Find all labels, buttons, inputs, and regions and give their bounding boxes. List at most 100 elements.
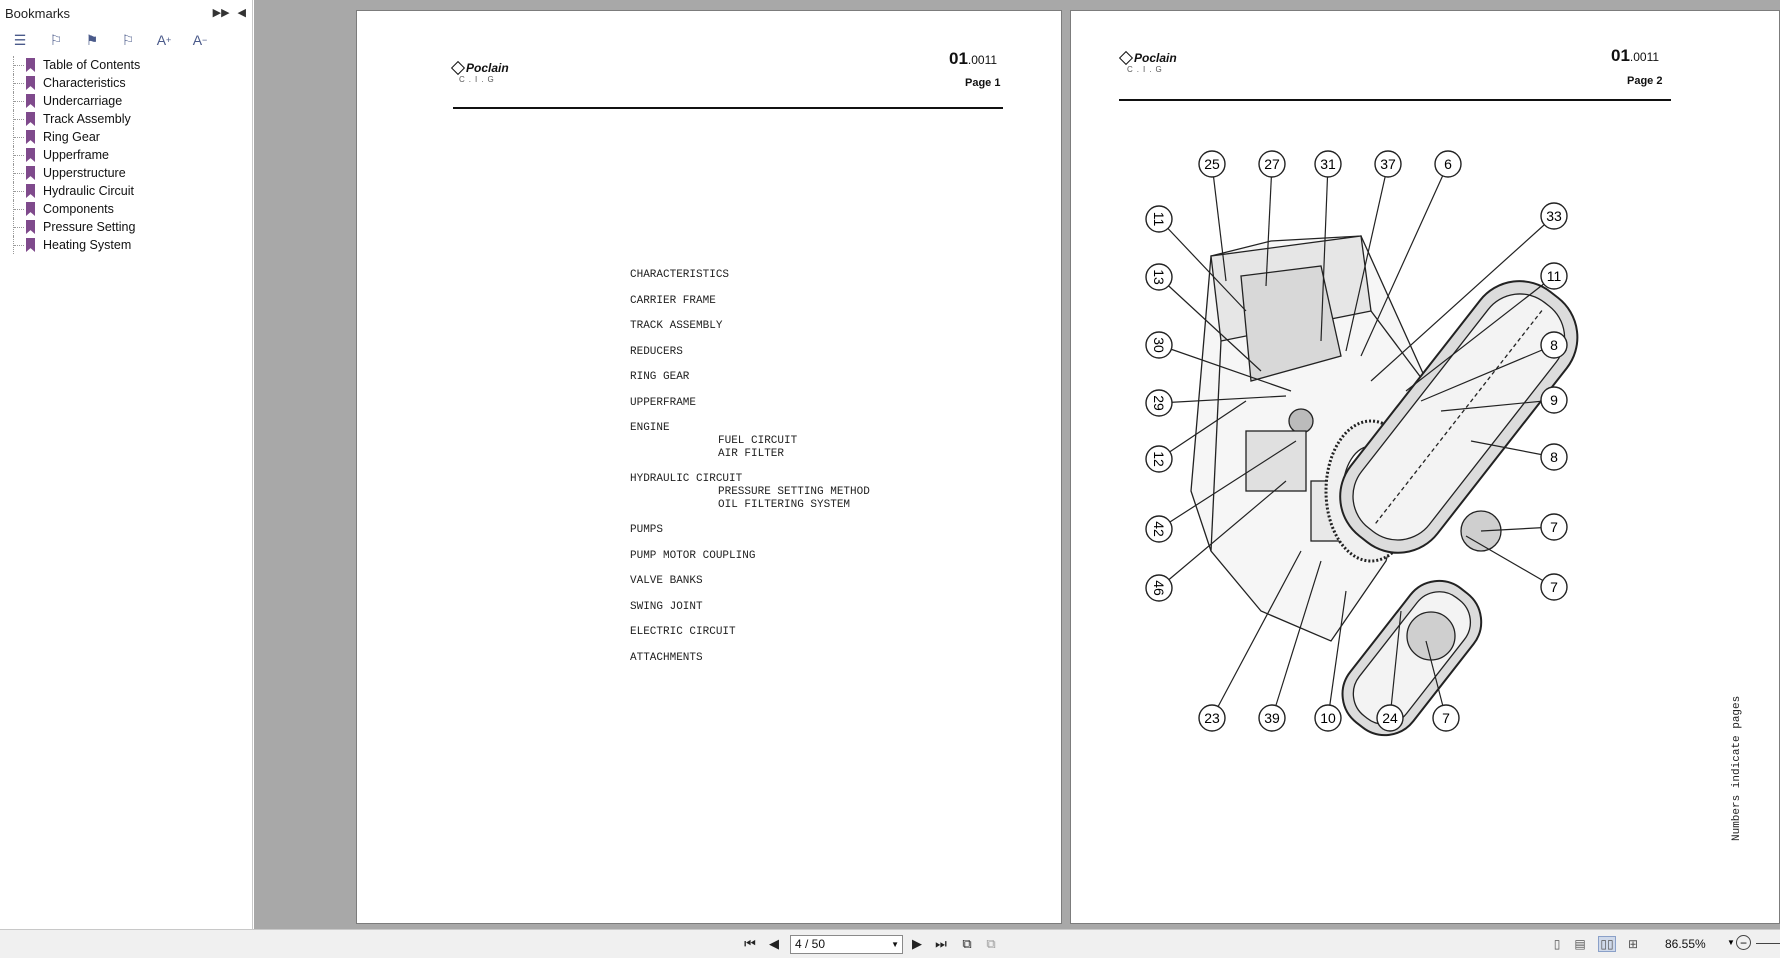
toc-subentry: OIL FILTERING SYSTEM: [718, 498, 851, 511]
callout-33: 33: [1370, 202, 1568, 382]
toc-subentry: AIR FILTER: [718, 447, 785, 460]
tree-connector: [13, 164, 25, 182]
callout-39: 39: [1258, 560, 1322, 732]
bookmark-item[interactable]: Undercarriage: [0, 92, 252, 110]
callout-7: 7: [1480, 513, 1568, 541]
bookmark-item[interactable]: Characteristics: [0, 74, 252, 92]
continuous-view-icon[interactable]: ▤: [1574, 937, 1586, 951]
bookmark-item[interactable]: Components: [0, 200, 252, 218]
toc-entry: CHARACTERISTICS: [630, 269, 730, 281]
callout-13: 13: [1145, 263, 1262, 372]
toc-entry: RING GEAR: [630, 371, 690, 383]
callout-label: 33: [1546, 208, 1562, 224]
callout-46: 46: [1145, 480, 1287, 602]
zoom-out-icon[interactable]: −: [1736, 935, 1751, 950]
toc-entry: TRACK ASSEMBLY: [630, 320, 723, 332]
toc-entry: VALVE BANKS: [630, 575, 703, 587]
callout-42: 42: [1145, 440, 1297, 543]
callout-label: 39: [1264, 710, 1280, 726]
zoom-level[interactable]: 86.55%: [1665, 937, 1706, 951]
previous-page-icon[interactable]: ◀: [769, 936, 779, 951]
toc-entry: ELECTRIC CIRCUIT: [630, 626, 736, 638]
machine-illustration: [1190, 235, 1579, 737]
bookmark-icon: [26, 184, 35, 198]
diamond-icon: [450, 60, 466, 76]
bookmark-item[interactable]: Hydraulic Circuit: [0, 182, 252, 200]
callout-label: 24: [1382, 710, 1398, 726]
tree-connector: [13, 182, 25, 200]
tree-connector: [13, 74, 25, 92]
callout-label: 8: [1550, 337, 1558, 353]
bookmark-label: Upperstructure: [43, 166, 126, 180]
bookmark-icon: [26, 202, 35, 216]
bookmark-item[interactable]: Upperframe: [0, 146, 252, 164]
bookmark-icon: [26, 220, 35, 234]
chevron-down-icon[interactable]: ▼: [891, 940, 899, 949]
callout-29: 29: [1145, 389, 1287, 417]
bookmark-icon: [26, 130, 35, 144]
toc-entry: PUMPS: [630, 524, 664, 536]
tree-connector: [13, 200, 25, 218]
increase-font-icon[interactable]: A+: [156, 32, 172, 48]
toc-entry: ENGINE: [630, 422, 670, 434]
single-page-view-icon[interactable]: ▯: [1553, 937, 1561, 951]
pages-note: Numbers indicate pages: [1731, 695, 1743, 841]
callout-label: 29: [1151, 395, 1167, 411]
callout-6: 6: [1360, 150, 1462, 357]
callout-12: 12: [1145, 400, 1247, 473]
bookmark-label: Hydraulic Circuit: [43, 184, 134, 198]
callout-11: 11: [1405, 262, 1568, 392]
bookmark-item[interactable]: Pressure Setting: [0, 218, 252, 236]
page-number-input[interactable]: 4 / 50 ▼: [790, 935, 903, 954]
next-view-icon[interactable]: ⧉: [986, 936, 996, 951]
bookmark-item[interactable]: Upperstructure: [0, 164, 252, 182]
document-viewport[interactable]: Poclain C.I.G 01.0011 Page 1 CHARACTERIS…: [254, 0, 1780, 929]
bookmarks-toolbar: ☰ ⚐ ⚑ ⚐ A+ A−: [0, 27, 252, 53]
bookmarks-title: Bookmarks: [5, 6, 71, 21]
bookmark-icon: [26, 238, 35, 252]
add-bookmark-icon[interactable]: ⚑: [85, 31, 99, 48]
bookmarks-header: Bookmarks ▶▶ ◀: [0, 0, 252, 27]
bookmark-item[interactable]: Track Assembly: [0, 110, 252, 128]
continuous-facing-view-icon[interactable]: ⊞: [1627, 937, 1639, 951]
zoom-dropdown-icon[interactable]: ▼: [1727, 938, 1735, 947]
document-number: 01.0011: [949, 49, 998, 68]
bookmark-item[interactable]: Table of Contents: [0, 56, 252, 74]
bookmark-label: Upperframe: [43, 148, 109, 162]
toc-entry: CARRIER FRAME: [630, 294, 716, 307]
callout-7: 7: [1465, 535, 1568, 601]
bookmark-label: Track Assembly: [43, 112, 131, 126]
toc-entry: UPPERFRAME: [630, 396, 697, 409]
previous-view-icon[interactable]: ⧉: [962, 936, 972, 951]
zoom-slider[interactable]: [1756, 943, 1780, 944]
tree-connector: [13, 236, 25, 254]
next-page-icon[interactable]: ▶: [912, 936, 922, 951]
delete-bookmark-icon[interactable]: ⚐: [121, 31, 135, 48]
tree-connector: [13, 218, 25, 236]
collapse-panel-icon[interactable]: ◀: [237, 7, 246, 19]
first-page-icon[interactable]: ⏮: [744, 936, 756, 951]
callout-label: 9: [1550, 392, 1558, 408]
callout-37: 37: [1345, 150, 1402, 352]
expand-bookmark-icon[interactable]: ⚐: [49, 31, 63, 48]
bookmark-label: Table of Contents: [43, 58, 141, 72]
document-number: 01.0011: [1611, 46, 1660, 65]
bookmark-icon: [26, 76, 35, 90]
bookmark-item[interactable]: Heating System: [0, 236, 252, 254]
callout-10: 10: [1314, 590, 1347, 732]
header-rule: [1119, 99, 1671, 101]
toc-entry: SWING JOINT: [630, 600, 703, 613]
decrease-font-icon[interactable]: A−: [192, 32, 208, 48]
callout-label: 8: [1550, 449, 1558, 465]
bookmark-icon: [26, 94, 35, 108]
facing-view-icon[interactable]: ▯▯: [1598, 936, 1616, 952]
bookmark-icon: [26, 148, 35, 162]
bookmark-label: Undercarriage: [43, 94, 123, 108]
last-page-icon[interactable]: ⏭: [935, 936, 947, 951]
bookmark-label: Heating System: [43, 238, 132, 252]
expand-panel-icon[interactable]: ▶▶: [212, 7, 230, 19]
bookmark-options-icon[interactable]: ☰: [13, 31, 27, 48]
bookmark-item[interactable]: Ring Gear: [0, 128, 252, 146]
